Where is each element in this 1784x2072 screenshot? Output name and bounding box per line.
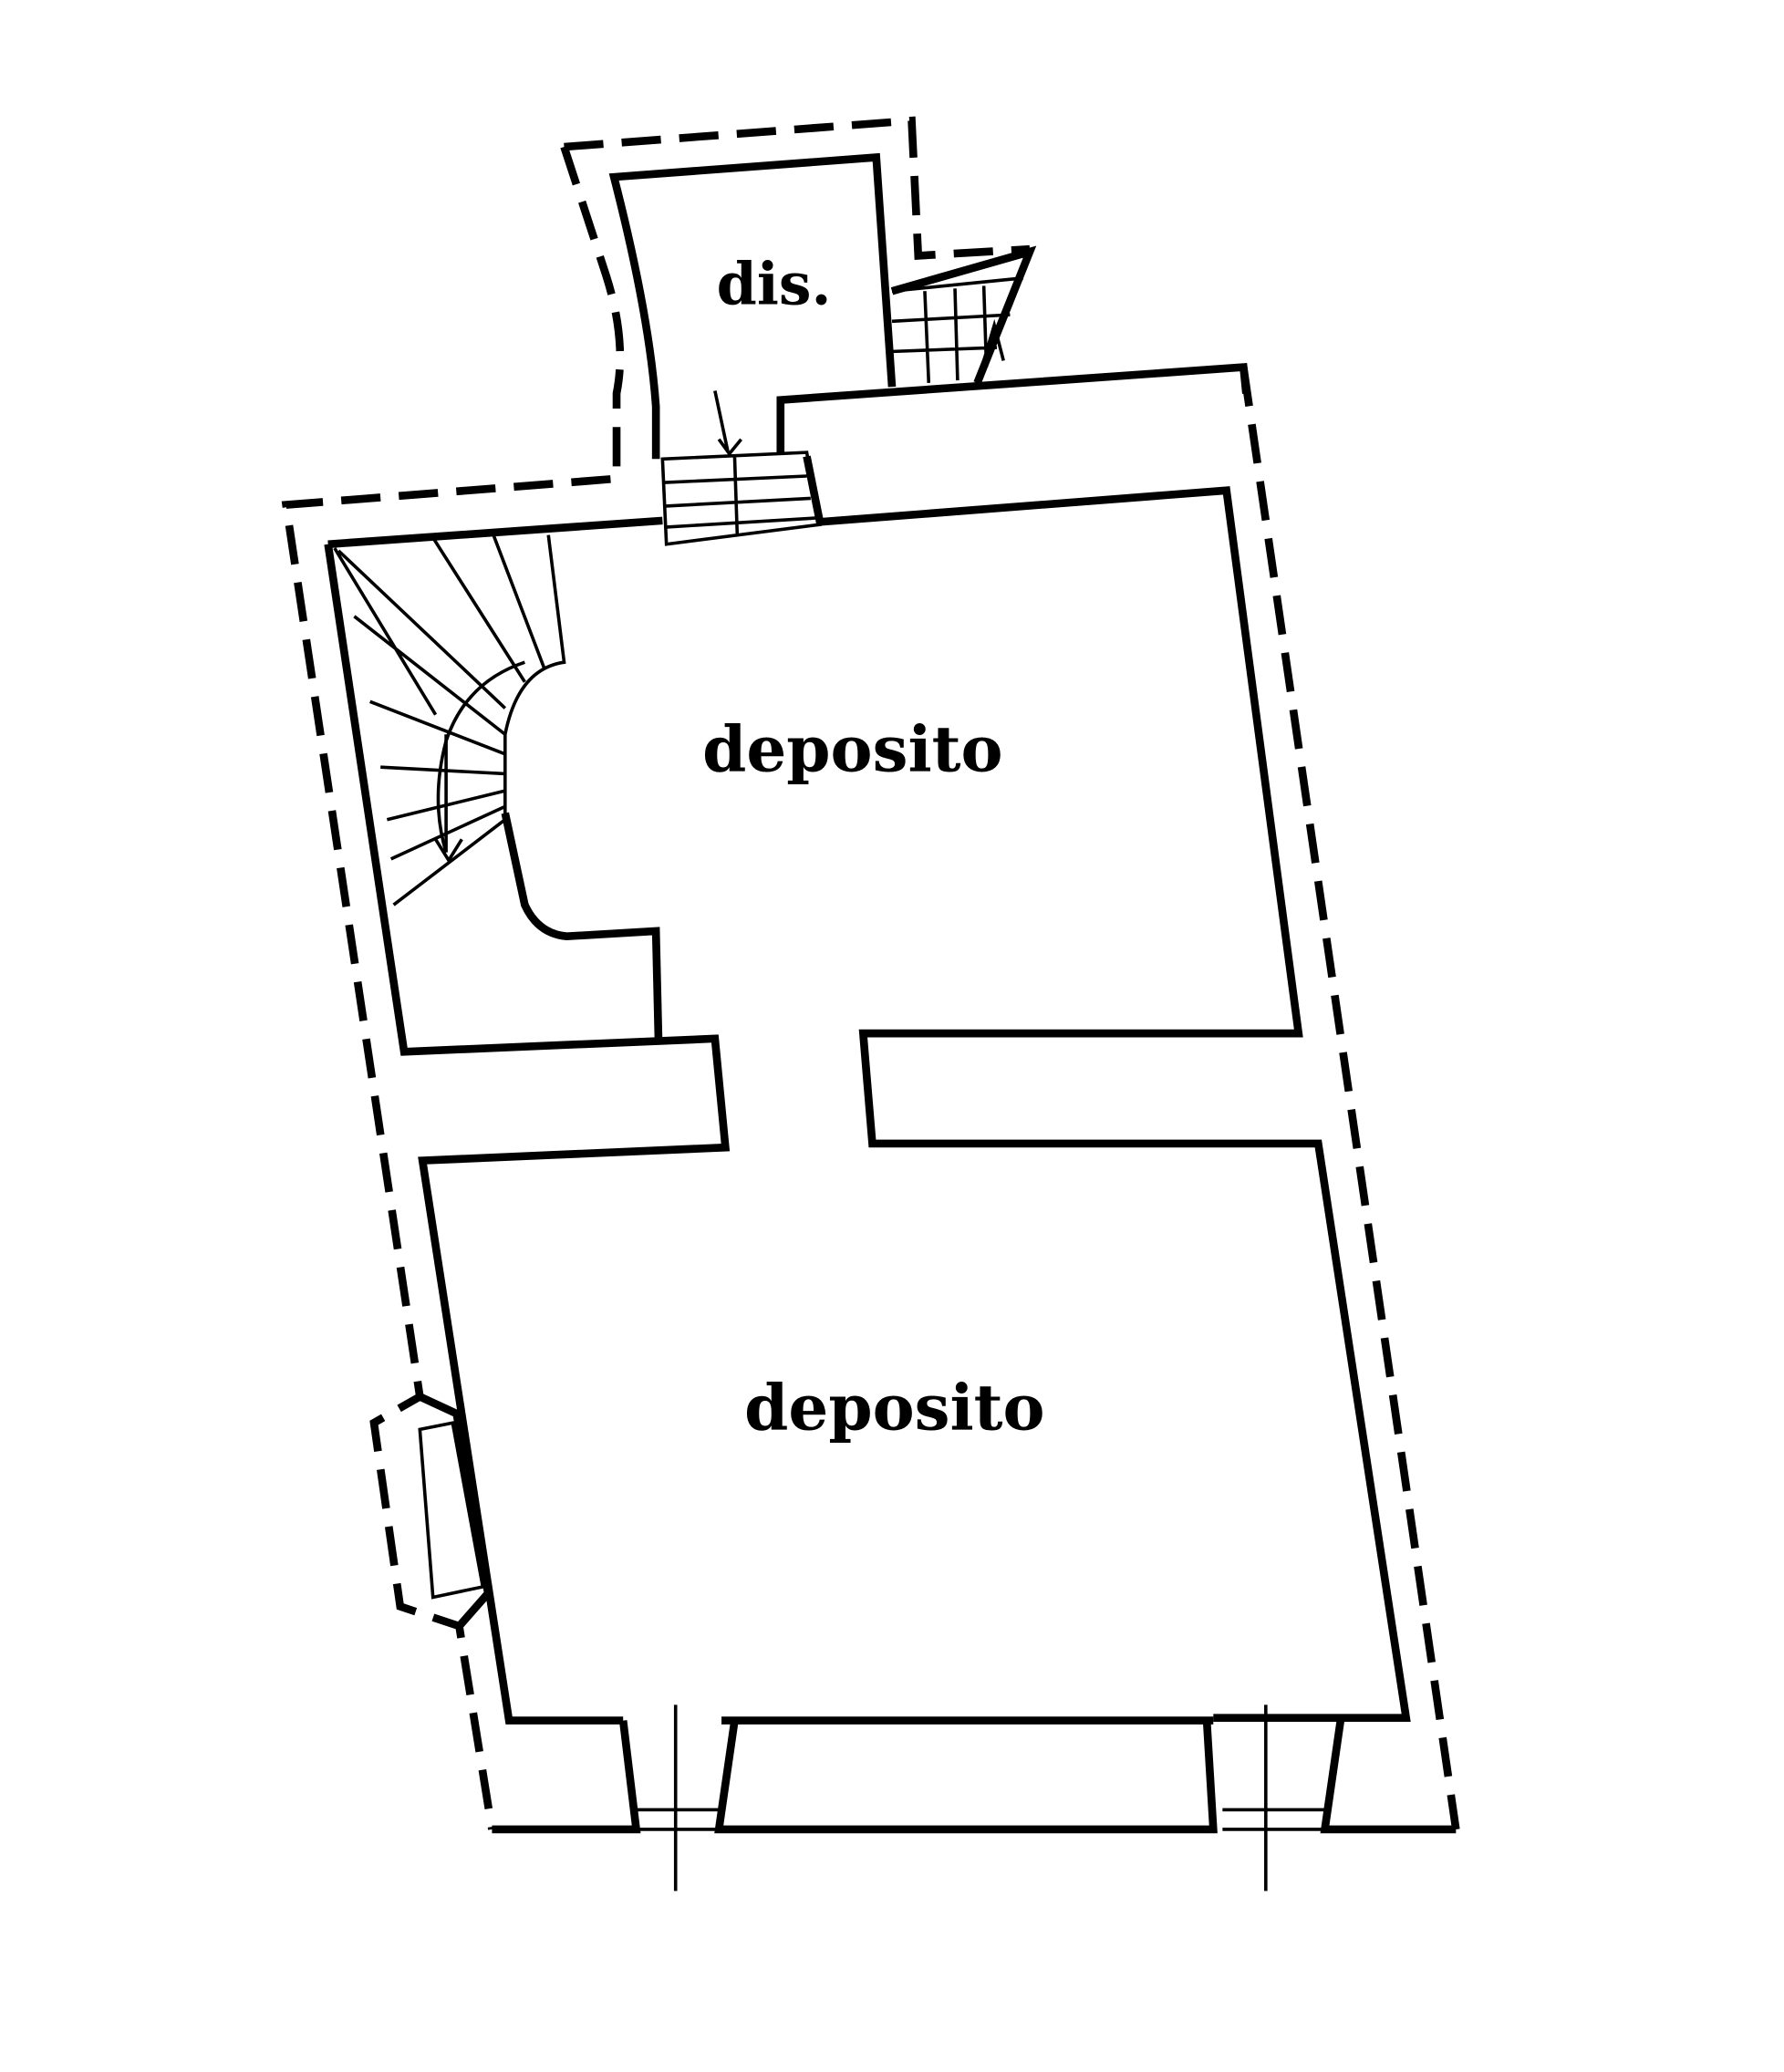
exterior-steps — [891, 276, 1023, 384]
walls — [324, 152, 1457, 1834]
room-label-deposito-upper: deposito — [702, 713, 1002, 787]
room-label-dis: dis. — [717, 251, 832, 318]
spiral-staircase — [333, 530, 566, 906]
room-label-deposito-lower: deposito — [744, 1371, 1044, 1445]
dimension-lines — [673, 1704, 1268, 1891]
entry-steps — [660, 390, 823, 546]
outer-boundary-dashed — [281, 116, 1460, 1830]
